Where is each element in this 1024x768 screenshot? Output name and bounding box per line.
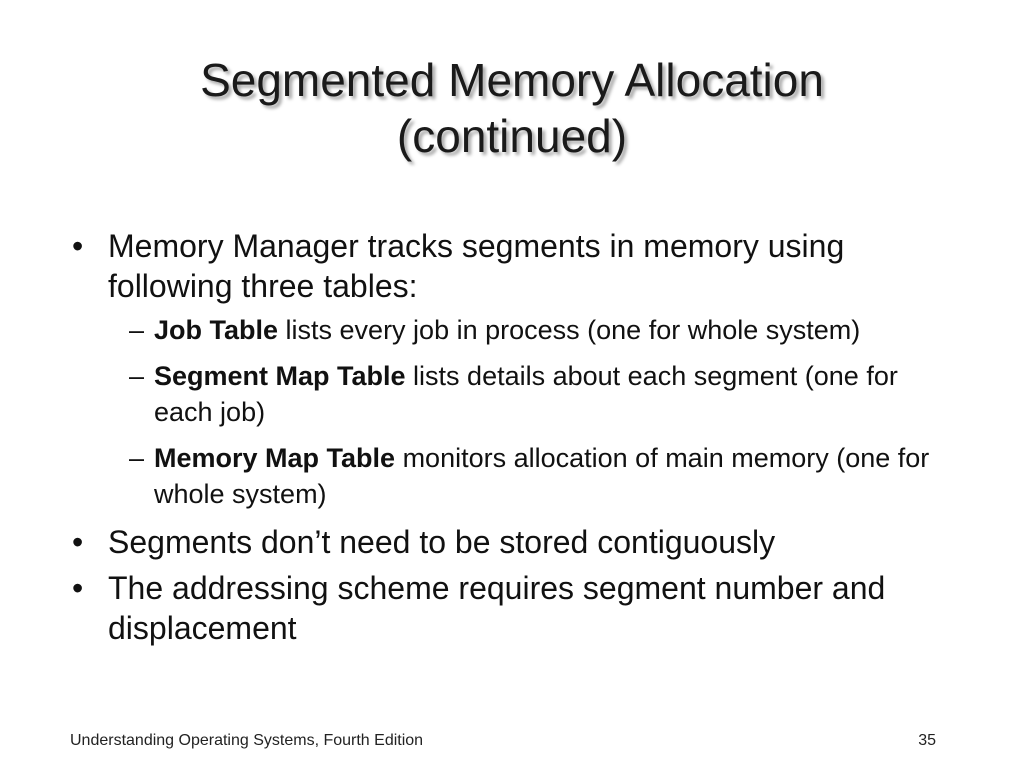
- sub-bullet-item: – Memory Map Table monitors allocation o…: [72, 440, 952, 512]
- footer-book-title: Understanding Operating Systems, Fourth …: [70, 732, 424, 749]
- slide-title-line2: (continued): [396, 110, 628, 162]
- dash-mark: –: [129, 315, 145, 345]
- bullet-mark: •: [72, 524, 84, 560]
- bullet-text: Memory Manager tracks segments in memory…: [108, 228, 845, 304]
- bullet-item: • Memory Manager tracks segments in memo…: [72, 226, 952, 306]
- sub-bullet-term: Segment Map Table: [154, 361, 406, 391]
- sub-bullet-item: – Segment Map Table lists details about …: [72, 358, 952, 430]
- bullet-mark: •: [72, 570, 84, 606]
- dash-mark: –: [129, 443, 145, 473]
- sub-bullet-item: – Job Table lists every job in process (…: [72, 312, 952, 348]
- bullet-mark: •: [72, 228, 84, 264]
- slide-title: Segmented Memory Allocation (continued): [60, 52, 964, 164]
- page-number: 35: [918, 732, 936, 749]
- bullet-list: • Memory Manager tracks segments in memo…: [72, 226, 952, 654]
- sub-bullet-term: Job Table: [154, 315, 279, 345]
- sub-bullet-list: – Job Table lists every job in process (…: [72, 312, 952, 512]
- bullet-item: • The addressing scheme requires segment…: [72, 568, 952, 648]
- dash-mark: –: [129, 361, 145, 391]
- bullet-text: Segments don’t need to be stored contigu…: [108, 524, 776, 560]
- slide-title-line1: Segmented Memory Allocation: [200, 54, 824, 106]
- sub-bullet-text: lists details about each segment (one fo…: [154, 361, 898, 427]
- sub-bullet-text: monitors allocation of main memory (one …: [154, 443, 930, 509]
- sub-bullet-text: lists every job in process (one for whol…: [278, 315, 861, 345]
- sub-bullet-term: Memory Map Table: [154, 443, 396, 473]
- bullet-item: • Segments don’t need to be stored conti…: [72, 522, 952, 562]
- bullet-text: The addressing scheme requires segment n…: [108, 570, 886, 646]
